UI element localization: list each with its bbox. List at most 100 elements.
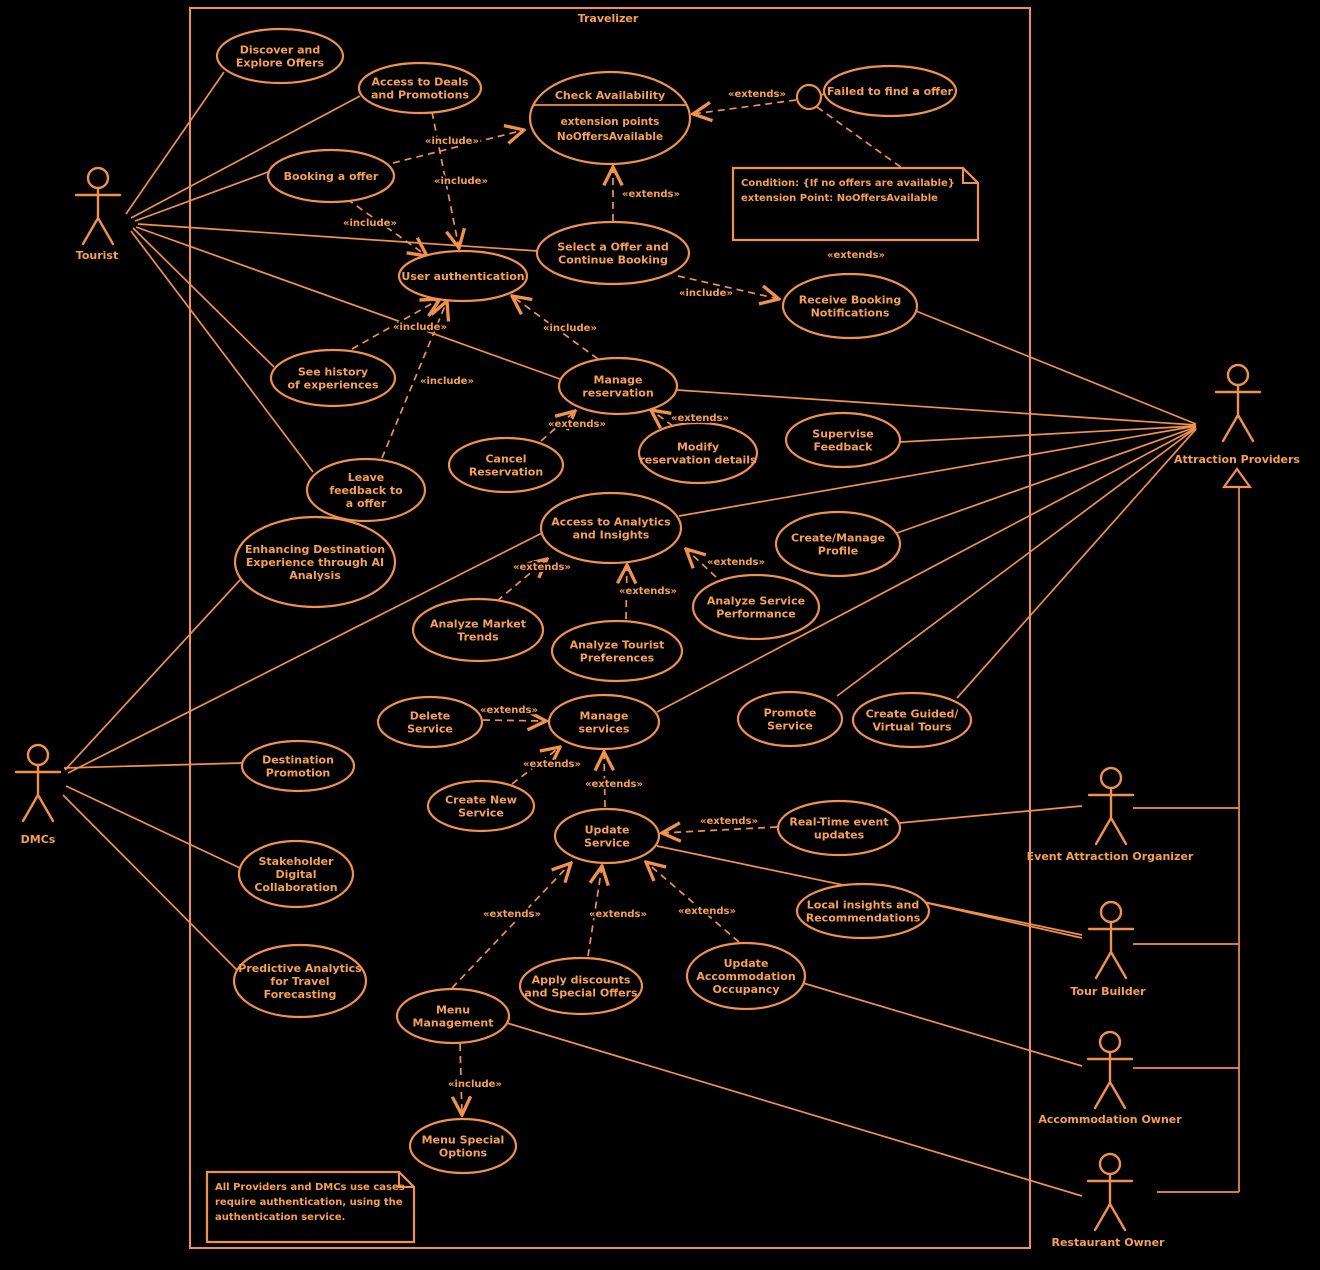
relationship-label: «extends»: [483, 909, 541, 920]
use-case-ellipse: [269, 348, 397, 408]
use-case-name: Apply discounts: [532, 974, 631, 987]
actor-body-icon: [1086, 1050, 1134, 1110]
edge-menu-extends-update: [451, 863, 571, 989]
use-case-name: Accommodation: [696, 970, 795, 983]
relationship-label: «extends»: [589, 909, 647, 920]
actor-body-icon: [14, 763, 62, 823]
use-case-name: Leave: [348, 471, 385, 484]
note-body: [731, 166, 980, 242]
use-case-name: Service: [584, 837, 630, 850]
edge-tourist-pref-extends-analytics: [626, 565, 627, 620]
use-case-name: Access to Deals: [372, 76, 469, 89]
use-case-name: for Travel: [270, 975, 329, 988]
edge-tourist-select-offer: [137, 223, 539, 252]
use-case-name: Recommendations: [806, 912, 921, 925]
edge-booking-include-auth: [346, 198, 427, 256]
use-case-name: feedback to: [329, 484, 403, 497]
edge-receive-attraction-providers: [915, 310, 1197, 425]
use-case-name: a offer: [346, 497, 387, 510]
relationship-label: «include»: [425, 136, 479, 147]
note-line: extension Point: NoOffersAvailable: [741, 193, 938, 204]
use-case-ellipse: [784, 411, 902, 469]
relationship-label: «include»: [434, 176, 488, 187]
actor-restaurant-owner: Restaurant Owner: [1052, 1152, 1166, 1249]
use-case-name: Experience through AI: [246, 556, 384, 569]
use-case-ellipse: [395, 987, 511, 1045]
use-case-ellipse: [408, 1117, 518, 1175]
use-case-ellipse: [357, 61, 483, 115]
use-case-ellipse: [685, 941, 807, 1011]
use-case-user-authentication: User authentication: [397, 249, 529, 303]
relationship-label: «include»: [448, 1079, 502, 1090]
actor-attraction-providers: Attraction Providers: [1174, 363, 1300, 466]
relationship-label: «extends»: [585, 779, 643, 790]
use-case-name: Update: [585, 824, 630, 837]
actor-head-icon: [26, 743, 50, 767]
use-case-ellipse: [539, 491, 683, 565]
use-case-ellipse: [535, 220, 691, 286]
actor-body-icon: [74, 186, 122, 246]
use-case-name: Stakeholder: [258, 855, 334, 868]
edge-dmcs-enhancing: [64, 579, 241, 771]
relationship-label: «extends»: [480, 705, 538, 716]
actor-body-icon: [1087, 920, 1135, 980]
edge-modify-extends-manage: [651, 410, 674, 426]
relationship-label: «include»: [343, 218, 397, 229]
edge-cancel-extends-manage: [540, 411, 575, 442]
edge-service-perf-extends-analytics: [686, 549, 717, 578]
edge-manage-reservation-include-auth: [512, 296, 599, 360]
use-case-name: Trends: [457, 631, 499, 644]
extension-point-circle-icon: [795, 83, 823, 111]
use-case-name: Select a Offer and: [557, 241, 669, 254]
actor-label: Tour Builder: [1070, 985, 1146, 998]
edge-realtime-extends-update: [662, 827, 778, 833]
use-case-ellipse: [376, 695, 484, 749]
use-case-name: Manage: [580, 710, 629, 723]
edge-manage-reservation-attraction-providers: [676, 389, 1197, 426]
use-case-name: Create/Manage: [791, 532, 885, 545]
edge-insights-tour-builder: [926, 902, 1083, 939]
use-case-ellipse: [781, 272, 919, 340]
use-case-name: Destination: [262, 754, 334, 767]
edge-promote-attraction-providers: [836, 427, 1197, 697]
use-case-ellipse: [518, 956, 644, 1016]
note-line: authentication service.: [215, 1212, 345, 1223]
edge-create-new-extends-manage-services: [511, 747, 560, 785]
use-case-ellipse: [237, 839, 355, 909]
use-case-name: and Insights: [573, 529, 650, 542]
use-case-name: Analyze Service: [707, 595, 805, 608]
use-case-name: Failed to find a offer: [827, 85, 954, 98]
edge-history-include-auth: [351, 299, 440, 350]
relationship-label: «extends»: [728, 89, 786, 100]
actor-label: Restaurant Owner: [1052, 1236, 1166, 1249]
use-case-name: Access to Analytics: [551, 516, 671, 529]
use-case-ellipse: [795, 882, 931, 940]
use-case-failed-find-offer: Failed to find a offer: [822, 64, 958, 118]
edge-dmcs-analytics: [67, 532, 543, 774]
note-fold-icon: [398, 1172, 414, 1188]
edge-dmcs-predictive: [62, 794, 239, 972]
system-boundary: [189, 7, 1031, 1249]
actor-body-icon: [1087, 786, 1135, 846]
use-case-name: reservation details: [639, 454, 757, 467]
use-case-name: Preferences: [580, 652, 655, 665]
use-case-ellipse: [553, 807, 661, 865]
use-case-ellipse: [547, 693, 661, 751]
use-case-name: Create New: [445, 794, 517, 807]
use-case-name: Delete: [410, 710, 451, 723]
